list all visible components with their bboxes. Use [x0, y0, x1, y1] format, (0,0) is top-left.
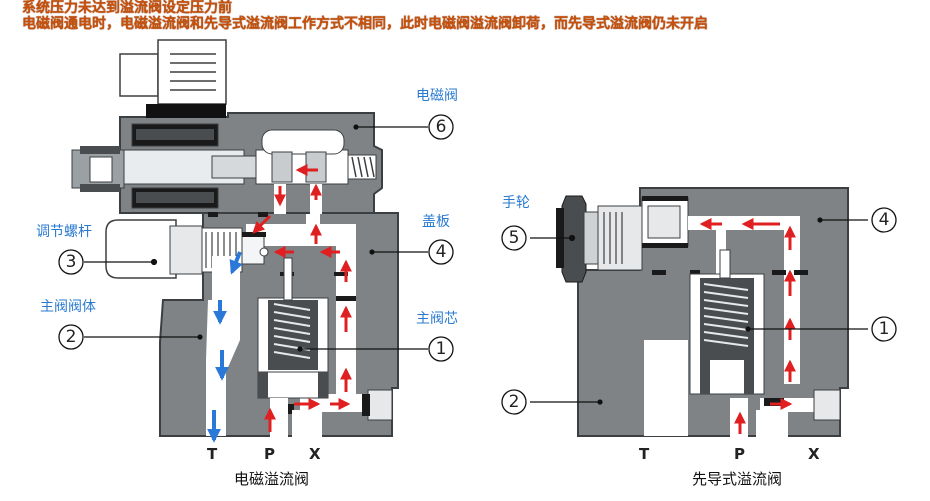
left-callouts: 6 4 3 2 1 [58, 114, 454, 362]
callout-2-left: 2 [66, 327, 77, 347]
label-cover: 盖板 [422, 214, 450, 230]
callout-3: 3 [66, 252, 77, 272]
right-callouts: 4 5 1 2 [501, 207, 897, 415]
caption-left-valve: 电磁溢流阀 [234, 470, 309, 488]
right-pressure-flow-arrows [699, 218, 796, 434]
callout-6: 6 [436, 117, 447, 137]
header-line-1: 系统压力未达到溢流阀设定压力前 [22, 0, 232, 16]
right-port-T: T [639, 445, 650, 463]
left-pressure-flow-arrows [252, 164, 352, 432]
callout-2-right: 2 [509, 392, 520, 412]
solenoid-spool-bore [255, 149, 349, 185]
solenoid-armature [71, 146, 257, 192]
callout-4-left: 4 [436, 242, 447, 262]
caption-right-valve: 先导式溢流阀 [692, 470, 782, 488]
label-handwheel: 手轮 [502, 195, 530, 211]
left-port-T: T [207, 445, 218, 463]
right-valve [530, 187, 868, 438]
callout-1-left: 1 [436, 339, 447, 359]
right-port-P: P [734, 445, 745, 463]
label-adjust-screw: 调节螺杆 [36, 224, 92, 240]
callout-4-right: 4 [879, 210, 890, 230]
adjust-screw-knob [105, 219, 177, 279]
left-port-P: P [264, 445, 275, 463]
left-port-X: X [309, 445, 321, 463]
label-main-spool: 主阀芯 [416, 311, 458, 327]
right-port-X: X [808, 445, 820, 463]
label-solenoid-valve: 电磁阀 [416, 88, 458, 104]
label-main-body: 主阀阀体 [40, 299, 96, 315]
header-line-2: 电磁阀通电时，电磁溢流阀和先导式溢流阀工作方式不相同，此时电磁阀溢流阀卸荷，而先… [22, 16, 708, 32]
solenoid-connector [119, 39, 227, 118]
left-valve [71, 39, 428, 443]
left-tank-flow-arrows [207, 251, 243, 443]
callout-5: 5 [509, 228, 520, 248]
callout-1-right: 1 [879, 319, 890, 339]
